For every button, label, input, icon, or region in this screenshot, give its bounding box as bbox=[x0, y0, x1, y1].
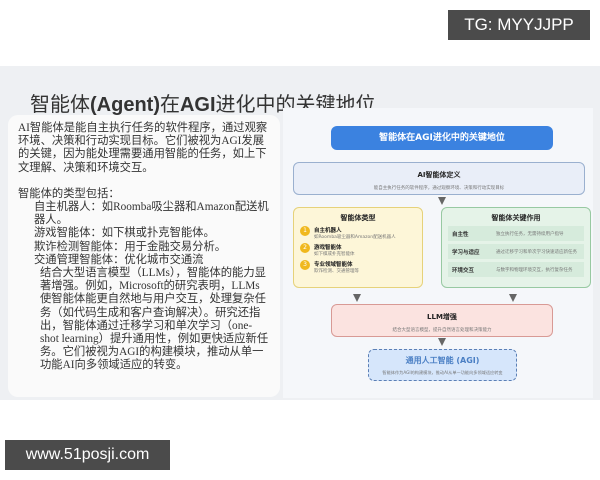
watermark-top: TG: MYYJJPP bbox=[448, 10, 590, 40]
type-entry: 3 专业领域智能体欺诈检测、交通管理等 bbox=[300, 260, 416, 274]
arrow-down-icon bbox=[438, 338, 446, 346]
agi-text: 智能体作为AGI的构建模块，推动AI从单一功能向多领域适应转变 bbox=[382, 370, 503, 375]
role-name: 自主性 bbox=[452, 231, 469, 238]
arrow-down-icon bbox=[509, 294, 517, 302]
type-desc: 如Roomba吸尘器和Amazon配送机器人 bbox=[314, 235, 396, 240]
role-row: 自主性 独立执行任务，无需持续用户指导 bbox=[448, 226, 584, 241]
roles-title: 智能体关键作用 bbox=[491, 214, 541, 222]
type-entry: 1 自主机器人如Roomba吸尘器和Amazon配送机器人 bbox=[300, 226, 416, 240]
text-panel: AI智能体是能自主执行任务的软件程序，通过观察环境、决策和行动实现目标。它们被视… bbox=[8, 115, 280, 397]
arrow-down-icon bbox=[438, 197, 446, 205]
diagram-title: 智能体在AGI进化中的关键地位 bbox=[331, 126, 553, 150]
types-heading: 智能体的类型包括： bbox=[18, 187, 120, 200]
title-part: 在 bbox=[159, 94, 180, 116]
llm-text: 结合大型语言模型，提升自然语言处理和决策能力 bbox=[392, 328, 492, 333]
arrow-down-icon bbox=[353, 294, 361, 302]
role-desc: 通过迁移学习和单次学习快速适应新任务 bbox=[496, 249, 577, 255]
role-name: 学习与适应 bbox=[452, 249, 480, 256]
title-part: (Agent) bbox=[90, 94, 160, 116]
number-badge: 1 bbox=[300, 226, 310, 236]
type-item: 交通管理智能体：优化城市交通流 bbox=[34, 253, 204, 266]
type-item: 欺诈检测智能体：用于金融交易分析。 bbox=[34, 240, 227, 253]
agi-title: 通用人工智能 (AGI) bbox=[405, 356, 480, 365]
type-desc: 欺诈检测、交通管理等 bbox=[314, 269, 359, 274]
type-name: 游戏智能体 bbox=[314, 245, 342, 251]
watermark-bottom: www.51posji.com bbox=[5, 440, 170, 470]
type-entry: 2 游戏智能体如下棋或扑克智能体 bbox=[300, 243, 416, 257]
type-desc: 如下棋或扑克智能体 bbox=[314, 252, 355, 257]
type-item: 游戏智能体：如下棋或扑克智能体。 bbox=[34, 227, 215, 240]
llm-box: LLM增强 结合大型语言模型，提升自然语言处理和决策能力 bbox=[331, 304, 553, 337]
role-desc: 独立执行任务，无需持续用户指导 bbox=[496, 231, 564, 237]
definition-title: AI智能体定义 bbox=[417, 171, 461, 179]
type-item: 自主机器人：如Roomba吸尘器和Amazon配送机器人。 bbox=[34, 201, 269, 227]
definition-text: 能自主执行任务的软件程序，通过观察环境、决策和行动实现目标 bbox=[373, 186, 505, 191]
role-row: 环境交互 与数字和物理环境交互，执行复杂任务 bbox=[448, 262, 584, 277]
role-name: 环境交互 bbox=[452, 267, 475, 274]
agi-box: 通用人工智能 (AGI) 智能体作为AGI的构建模块，推动AI从单一功能向多领域… bbox=[368, 349, 517, 381]
number-badge: 2 bbox=[300, 243, 310, 253]
type-name: 自主机器人 bbox=[314, 228, 342, 234]
number-badge: 3 bbox=[300, 260, 310, 270]
llm-title: LLM增强 bbox=[427, 313, 457, 321]
role-row: 学习与适应 通过迁移学习和单次学习快速适应新任务 bbox=[448, 244, 584, 259]
diagram: 智能体在AGI进化中的关键地位 AI智能体定义 能自主执行任务的软件程序，通过观… bbox=[283, 108, 593, 398]
title-part: 智能体 bbox=[30, 94, 90, 116]
role-desc: 与数字和物理环境交互，执行复杂任务 bbox=[496, 267, 573, 273]
roles-box: 智能体关键作用 自主性 独立执行任务，无需持续用户指导 学习与适应 通过迁移学习和单… bbox=[441, 207, 591, 288]
type-name: 专业领域智能体 bbox=[314, 262, 353, 268]
title-part: AGI bbox=[179, 94, 216, 116]
llm-paragraph: 结合大型语言模型（LLMs），智能体的能力显著增强。例如，Microsoft的研… bbox=[40, 267, 269, 372]
definition-box: AI智能体定义 能自主执行任务的软件程序，通过观察环境、决策和行动实现目标 bbox=[293, 162, 585, 195]
types-box: 智能体类型 1 自主机器人如Roomba吸尘器和Amazon配送机器人 2 游戏智能… bbox=[293, 207, 423, 288]
intro-paragraph: AI智能体是能自主执行任务的软件程序，通过观察环境、决策和行动实现目标。它们被视… bbox=[18, 122, 268, 174]
types-title: 智能体类型 bbox=[340, 214, 376, 222]
